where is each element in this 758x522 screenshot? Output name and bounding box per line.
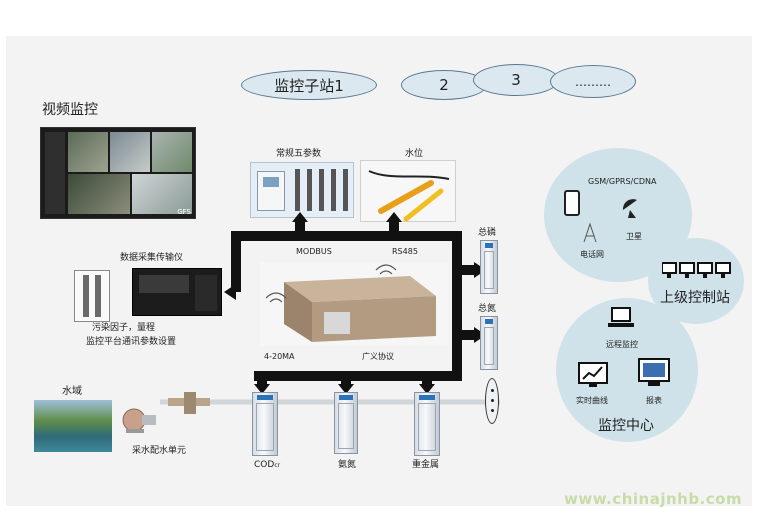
filter-valve-icon xyxy=(168,390,210,416)
station-tab-more[interactable]: ……… xyxy=(550,65,636,98)
data-collector-title: 数据采集传输仪 xyxy=(120,253,184,263)
ammonia-label: 氨氮 xyxy=(338,460,357,470)
ammonia-analyzer xyxy=(334,392,358,454)
heavy-metal-label: 重金属 xyxy=(412,460,440,470)
video-monitor-screen: GFS xyxy=(40,127,196,219)
realtime-chart-icon xyxy=(578,362,608,388)
cod-analyzer xyxy=(252,392,278,456)
collector-desc-line2: 监控平台通讯参数设置 xyxy=(86,337,177,347)
station-tab-2-label: 2 xyxy=(439,76,449,94)
monitoring-station-house xyxy=(260,262,448,346)
five-param-analyzer xyxy=(250,162,354,218)
total-nitrogen-analyzer xyxy=(480,316,498,370)
station-tab-1-label: 监控子站1 xyxy=(274,76,344,95)
collector-desc-line1: 污染因子，量程 xyxy=(92,323,156,333)
network-types-label: GSM/GPRS/CDNA xyxy=(588,177,657,186)
computer-workstations-icon xyxy=(661,262,732,282)
mobile-phone-icon xyxy=(564,190,580,216)
analog-signal-label: 4-20MA xyxy=(264,352,295,361)
total-phosphorus-label: 总磷 xyxy=(478,228,497,238)
water-area-label: 水域 xyxy=(62,386,82,397)
video-monitoring-title: 视频监控 xyxy=(42,102,98,118)
heavy-metal-analyzer xyxy=(414,392,440,456)
water-level-label: 水位 xyxy=(405,149,424,159)
video-logo: GFS xyxy=(177,207,191,216)
realtime-curve-label: 实时曲线 xyxy=(576,396,608,405)
watermark: www.chinajnhb.com xyxy=(564,490,743,508)
total-nitrogen-label: 总氮 xyxy=(478,304,497,314)
cod-text: COD xyxy=(254,460,275,470)
report-label: 报表 xyxy=(646,396,662,405)
data-collector-device xyxy=(132,268,222,316)
cod-label: CODcr xyxy=(254,460,280,471)
report-monitor-icon xyxy=(638,358,670,388)
pump-icon xyxy=(118,404,156,434)
monitoring-center-label: 监控中心 xyxy=(598,418,654,434)
rs485-label: RS485 xyxy=(392,247,418,256)
upper-control-label: 上级控制站 xyxy=(660,290,730,306)
collector-front-panel xyxy=(74,270,110,322)
water-area-photo xyxy=(34,400,112,452)
total-phosphorus-analyzer xyxy=(480,240,498,294)
remote-monitoring-label: 远程监控 xyxy=(606,340,638,349)
telecom-tower-icon xyxy=(580,222,604,244)
conventional-params-label: 常规五参数 xyxy=(276,149,322,159)
more-analyzers-ellipsis xyxy=(485,378,499,424)
satellite-label: 卫星 xyxy=(626,232,642,241)
station-tab-more-label: ……… xyxy=(575,74,611,89)
telecom-network-label: 电话网 xyxy=(580,250,604,259)
water-level-sensor xyxy=(360,160,456,222)
cod-subscript: cr xyxy=(274,462,281,469)
modbus-label: MODBUS xyxy=(296,247,332,256)
generalized-protocol-label: 广义协议 xyxy=(362,352,394,361)
station-tab-3[interactable]: 3 xyxy=(473,64,559,96)
laptop-icon xyxy=(608,306,634,330)
station-tab-3-label: 3 xyxy=(511,71,521,89)
station-tab-1[interactable]: 监控子站1 xyxy=(241,70,377,100)
satellite-dish-icon xyxy=(620,196,646,220)
sampling-unit-label: 采水配水单元 xyxy=(132,446,187,456)
